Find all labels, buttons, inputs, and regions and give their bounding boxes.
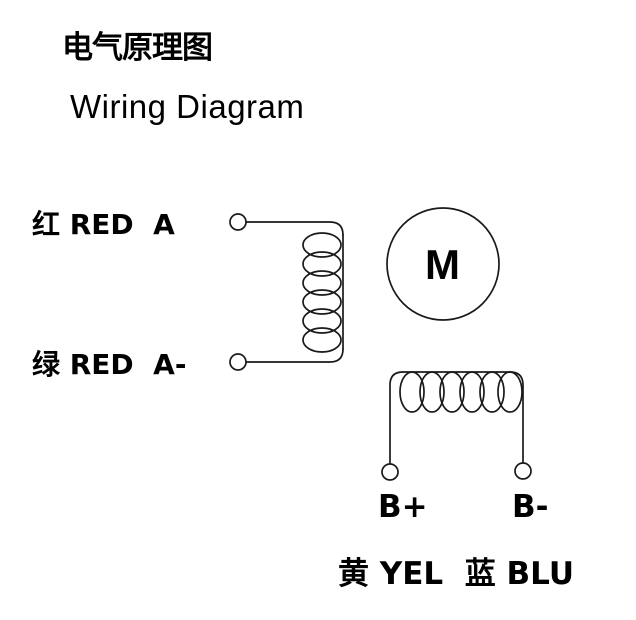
phase-a-top-lead-wire xyxy=(245,221,344,236)
phase-b-left-terminal-label: B+ xyxy=(378,489,428,525)
phase-b-coil-turns xyxy=(399,371,523,413)
coil-turn xyxy=(302,232,342,258)
page-title-chinese: 电气原理图 xyxy=(62,30,213,66)
coil-turn xyxy=(497,371,523,413)
coil-turn xyxy=(302,327,342,353)
phase-b-circuit xyxy=(381,371,532,481)
motor-symbol-icon xyxy=(386,207,500,321)
phase-b-wire-color-label: 黄 YEL 蓝 BLU xyxy=(338,556,574,592)
phase-a-circuit xyxy=(229,213,344,371)
coil-turn xyxy=(302,270,342,296)
coil-turn xyxy=(302,251,342,277)
coil-turn xyxy=(439,371,465,413)
phase-a-coil-turns xyxy=(302,232,342,353)
phase-b-left-lead-wire xyxy=(389,371,404,465)
motor-symbol-label: M xyxy=(425,241,460,288)
coil-turn xyxy=(479,371,505,413)
phase-a-bottom-terminal-label: 绿 RED A- xyxy=(32,348,187,381)
coil-turn xyxy=(302,308,342,334)
coil-turn xyxy=(419,371,445,413)
phase-a-top-terminal-label: 红 RED A xyxy=(32,208,175,241)
terminal-node-a-icon[interactable] xyxy=(229,213,247,231)
coil-turn xyxy=(302,289,342,315)
coil-turn xyxy=(459,371,485,413)
terminal-node-b-plus-icon[interactable] xyxy=(381,463,399,481)
page-title-english: Wiring Diagram xyxy=(70,88,305,125)
terminal-node-a-minus-icon[interactable] xyxy=(229,353,247,371)
phase-a-bottom-lead-wire xyxy=(245,348,344,363)
terminal-node-b-minus-icon[interactable] xyxy=(514,462,532,480)
coil-turn xyxy=(399,371,425,413)
motor-outline xyxy=(386,207,500,321)
phase-b-right-terminal-label: B- xyxy=(512,489,549,525)
